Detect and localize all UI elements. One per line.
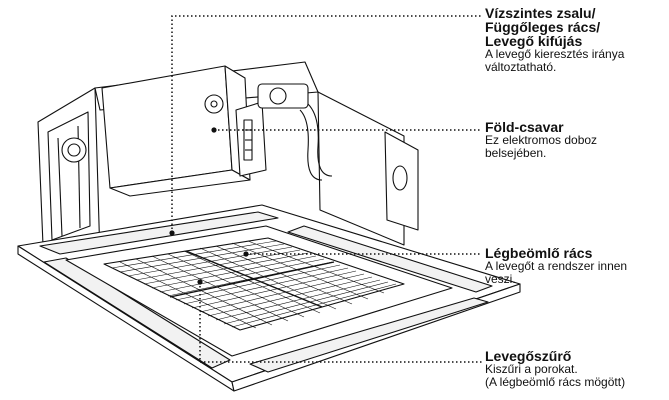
earth-screw-desc-line-2: belsejében. <box>485 146 547 160</box>
intake-grille-desc-line-1: A levegőt a rendszer innen <box>485 259 628 273</box>
intake-grille <box>103 237 405 331</box>
leader-louver <box>171 15 482 233</box>
marker-filter <box>197 279 203 285</box>
intake-grille-title: Légbeömlő rács <box>485 245 593 261</box>
earth-screw-desc-line-1: Ez elektromos doboz <box>485 133 598 147</box>
intake-grille-desc-line-2: veszi. <box>485 272 516 286</box>
louver-desc-line-2: változtatható. <box>485 60 557 74</box>
intake-grille-callout: Légbeömlő rács A levegőt a rendszer inne… <box>485 246 627 286</box>
air-filter-desc-line-2: (A légbeömlő rács mögött) <box>485 375 626 389</box>
louver-title-line-3: Levegő kifújás <box>485 33 583 49</box>
pipe-fittings <box>61 83 408 191</box>
leader-filter <box>199 282 482 363</box>
air-filter-callout: Levegőszűrő Kiszűri a porokat. (A légbeö… <box>485 349 625 389</box>
louver-title-line-2: Függőleges rács/ <box>485 19 601 35</box>
marker-intake <box>243 251 249 257</box>
earth-screw-callout: Föld-csavar Ez elektromos doboz belsejéb… <box>485 120 597 160</box>
air-filter-desc-line-1: Kiszűri a porokat. <box>485 362 578 376</box>
electrical-box <box>101 65 267 197</box>
louver-desc-line-1: A levegő kieresztés iránya <box>485 47 625 61</box>
marker-louver <box>169 230 175 236</box>
louver-title-line-1: Vízszintes zsalu/ <box>485 5 596 21</box>
air-filter-title: Levegőszűrő <box>485 348 572 364</box>
earth-screw-title: Föld-csavar <box>485 119 564 135</box>
louver-callout: Vízszintes zsalu/ Függőleges rács/ Leveg… <box>485 6 624 74</box>
marker-earth <box>211 127 217 133</box>
